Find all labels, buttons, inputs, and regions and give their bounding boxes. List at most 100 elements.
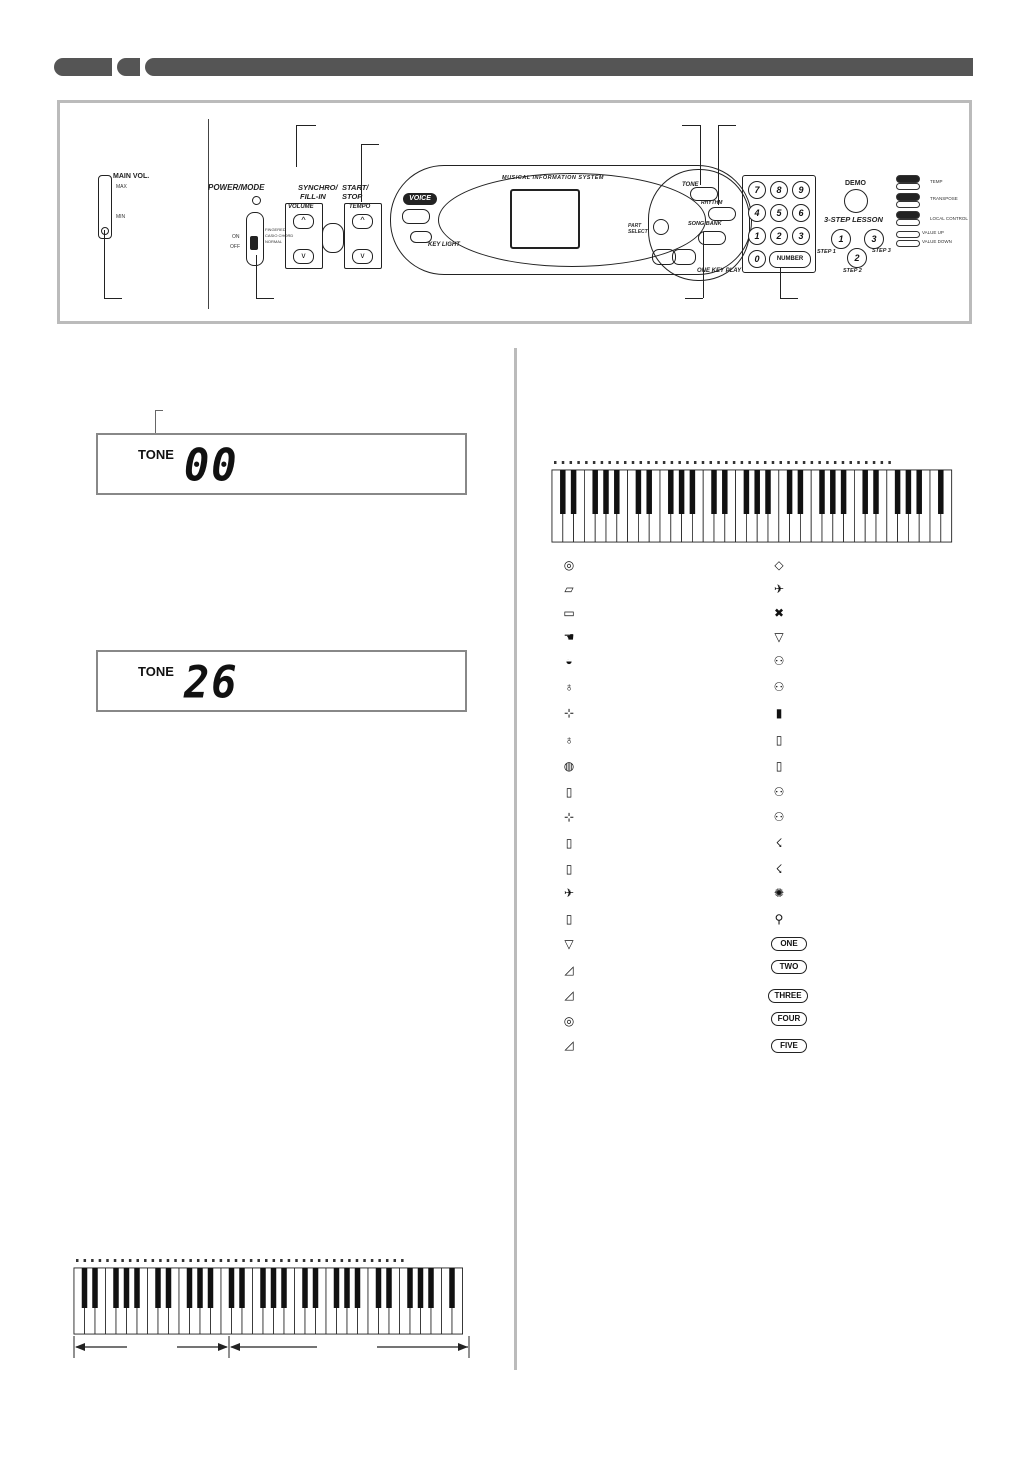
number-key-4[interactable]: 4 [748,204,766,222]
drum-mark-icon [393,1259,397,1262]
drum-mark-icon [569,461,573,464]
tempo-down-button[interactable]: v [352,249,373,264]
drum-mark-icon [655,461,658,464]
one-key-play-button-left[interactable] [652,249,676,265]
drum-sound-icon: ▽ [564,937,574,951]
one-key-play-button-right[interactable] [672,249,696,265]
drum-mark-icon [608,461,611,464]
black-key [92,1268,98,1308]
rhythm-label: RHYTHM [701,200,723,206]
number-key-2[interactable]: 2 [770,227,788,245]
black-key [449,1268,455,1308]
side-pill-1 [896,175,920,183]
tempo-button-group [344,203,382,269]
tempo-up-button[interactable]: ^ [352,214,373,229]
drum-mark-icon [234,1259,238,1262]
drum-mark-icon [363,1259,366,1262]
volume-up-button[interactable]: ^ [293,214,314,229]
drum-mark-icon [732,461,736,464]
number-key-9[interactable]: 9 [792,181,810,199]
rhythm-button[interactable] [708,207,736,221]
demo-button[interactable] [844,189,868,213]
synchro-fill-in-button[interactable] [322,223,344,253]
volume-down-button[interactable]: v [293,249,314,264]
drum-mark-icon [841,461,845,464]
drum-sound-icon: ◿ [564,1038,574,1052]
voice-button[interactable]: VOICE [403,193,437,205]
black-key [407,1268,413,1308]
drum-mark-icon [701,461,705,464]
drum-mark-icon [144,1259,147,1262]
tone-display-label: TONE [138,664,174,679]
volume-label: VOLUME [288,204,314,210]
number-key-8[interactable]: 8 [770,181,788,199]
drum-mark-icon [592,461,596,464]
callout-line [685,298,703,299]
lesson-step3-button[interactable]: 3 [864,229,884,249]
number-key-7[interactable]: 7 [748,181,766,199]
number-button[interactable]: NUMBER [769,251,811,268]
drum-mark-icon [249,1259,253,1262]
drum-mark-icon [333,1259,336,1262]
number-key-3[interactable]: 3 [792,227,810,245]
drum-mark-icon [725,461,728,464]
number-key-1[interactable]: 1 [748,227,766,245]
side-pill-3 [896,211,920,219]
main-volume-slider[interactable] [98,175,112,239]
voice-pad[interactable] [402,209,430,224]
callout-line [296,125,316,126]
tone-display-number: 00 [184,439,239,492]
drum-sound-icon: ▯ [565,912,573,926]
lesson-step2-button[interactable]: 2 [847,248,867,268]
number-key-5[interactable]: 5 [770,204,788,222]
black-key [270,1268,277,1308]
lesson-step1-button[interactable]: 1 [831,229,851,249]
drum-mark-icon [242,1259,245,1262]
mode-normal: NORMAL [265,239,283,244]
black-key [819,470,825,514]
drum-mark-icon [355,1259,359,1262]
power-mode-switch[interactable] [246,212,264,266]
screen-ellipse [438,173,706,267]
voice-bubble-five: FIVE [771,1039,807,1053]
tone-display-2: TONE 26 [96,650,467,712]
drum-sound-icon: ⚇ [773,785,785,799]
drum-mark-icon [631,461,635,464]
tone-button[interactable] [690,187,718,201]
number-key-0[interactable]: 0 [748,250,766,268]
stop-label: STOP [342,192,363,201]
black-key [186,1268,193,1308]
drum-mark-icon [159,1259,162,1262]
drum-mark-icon [106,1259,109,1262]
drum-sound-icon: ◿ [564,988,574,1002]
drum-mark-icon [709,461,713,464]
tone-display-number: 26 [184,656,239,709]
drum-sound-icon: ◿ [564,963,574,977]
black-key [344,1268,350,1308]
drum-mark-icon [678,461,681,464]
number-key-6[interactable]: 6 [792,204,810,222]
black-key [560,470,566,514]
black-key [239,1268,245,1308]
side-pill-5 [896,240,920,247]
drum-mark-icon [865,461,868,464]
song-bank-button[interactable] [698,231,726,245]
drum-sound-icon: ⚇ [773,810,785,824]
callout-line [361,144,362,202]
drum-mark-icon [561,461,565,464]
drum-mark-icon [693,461,697,464]
drum-mark-icon [76,1259,79,1262]
drum-mark-icon [826,461,829,464]
drum-mark-icon [802,461,806,464]
power-led-icon [252,196,261,205]
drum-mark-icon [189,1259,192,1262]
header-bar-segment [117,58,140,76]
black-key [797,470,804,514]
header-bar-segment [54,58,112,76]
drum-sound-icon: ⊹ [563,810,575,824]
drum-mark-icon [325,1259,328,1262]
key-light-pad[interactable] [410,231,432,243]
black-key [197,1268,203,1308]
number-pad-outline [742,175,816,273]
black-key [765,470,771,514]
